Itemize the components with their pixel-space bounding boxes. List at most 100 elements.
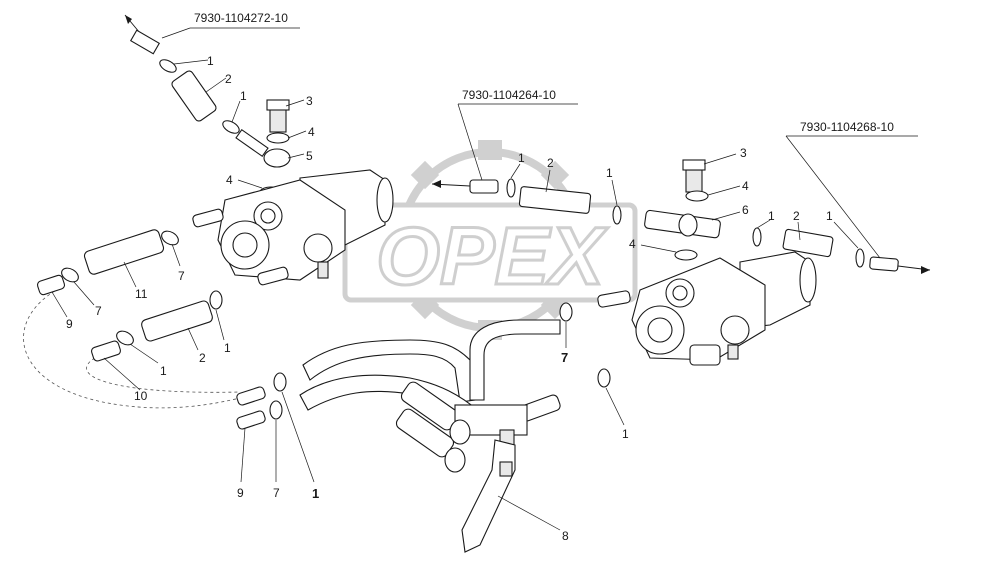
side-pipe <box>192 208 224 228</box>
clamp-7 <box>161 230 179 246</box>
clamp-1c <box>209 290 223 310</box>
callout: 7 <box>273 486 280 500</box>
pipe-end-mid <box>469 179 499 194</box>
plug-10 <box>91 340 121 362</box>
plug-9 <box>36 274 66 296</box>
callout: 3 <box>306 94 313 108</box>
callout: 6 <box>742 203 749 217</box>
clamp-7b <box>61 267 79 283</box>
callout: 1 <box>312 486 319 501</box>
elbow-1 <box>449 419 471 445</box>
clamp-1-right <box>597 368 611 388</box>
callout: 1 <box>518 151 525 165</box>
bottom-fitting-right <box>689 344 721 366</box>
callout: 5 <box>306 149 313 163</box>
assembly-label-right: 7930-1104268-10 <box>785 120 918 259</box>
port-top-inner <box>260 208 276 224</box>
bracket-8 <box>461 439 516 553</box>
nut-right <box>727 344 739 360</box>
watermark: OPEX <box>342 140 638 340</box>
assembly-code: 7930-1104268-10 <box>800 120 894 134</box>
hose-upper <box>302 339 476 403</box>
clamp-1e <box>273 372 287 392</box>
callout: 1 <box>826 209 833 223</box>
hose-riser <box>469 319 561 401</box>
washer-4-right-b <box>674 249 698 261</box>
bottom-pipe <box>257 266 289 286</box>
hose-bundle-centre <box>299 319 561 553</box>
callout: 7 <box>95 304 102 318</box>
clamp-1 <box>159 59 177 73</box>
callout: 8 <box>562 529 569 543</box>
hose-mid-2 <box>518 186 592 214</box>
callout: 7 <box>561 350 568 365</box>
callout: 10 <box>134 389 148 403</box>
watermark-text: OPEX <box>376 211 608 302</box>
bolt-head-right <box>682 159 706 171</box>
hose-assembly-right <box>752 227 931 274</box>
assembly-label-top: 7930-1104272-10 <box>161 11 300 39</box>
arrow-head-icon-2 <box>432 180 441 188</box>
cylinder-end <box>376 177 394 223</box>
callout: 2 <box>547 156 554 170</box>
callout: 4 <box>308 125 315 139</box>
hose-right-2 <box>782 228 834 258</box>
callout: 4 <box>629 237 636 251</box>
clamp-mid-1 <box>506 178 516 198</box>
elbow-2 <box>444 447 466 473</box>
steering-unit-right <box>597 251 817 366</box>
port-top-right-inner <box>672 285 688 301</box>
hose-2 <box>171 70 217 122</box>
clamp-7c <box>269 400 283 420</box>
bolt-3-right <box>685 169 703 193</box>
pipe-end-right <box>869 256 899 272</box>
assembly-label-middle: 7930-1104264-10 <box>457 88 578 181</box>
callout: 1 <box>768 209 775 223</box>
assembly-code: 7930-1104272-10 <box>194 11 288 25</box>
code-leader <box>457 103 483 181</box>
nut <box>317 261 329 279</box>
callout: 4 <box>226 173 233 187</box>
fitting-right-b <box>720 315 750 345</box>
steering-unit-left <box>192 169 394 286</box>
arrow-head-icon <box>125 15 132 24</box>
clamp-right-1 <box>752 227 762 247</box>
callout-leaders <box>51 59 859 531</box>
callout: 1 <box>207 54 214 68</box>
washer-4 <box>266 132 290 144</box>
clamp-1d <box>116 330 134 346</box>
pump-hub-right <box>647 317 673 343</box>
arrow-head-icon-3 <box>921 266 930 274</box>
callout-numbers: 1 2 1 3 4 5 4 7 11 7 9 2 1 1 10 9 7 1 1 … <box>66 54 833 543</box>
dashed-route-10 <box>86 354 241 393</box>
callout: 1 <box>606 166 613 180</box>
hose-assembly-middle <box>431 159 721 261</box>
cylinder-end-right <box>799 257 817 303</box>
callout: 1 <box>622 427 629 441</box>
clamp-right-1b <box>855 248 865 268</box>
bolt-3 <box>269 107 287 133</box>
callout: 11 <box>135 287 148 301</box>
hose-2b <box>141 300 213 342</box>
assembly-code: 7930-1104264-10 <box>462 88 556 102</box>
banjo-5 <box>263 148 291 168</box>
callout: 3 <box>740 146 747 160</box>
callout: 2 <box>199 351 206 365</box>
callout: 7 <box>178 269 185 283</box>
hose-assembly-top <box>124 14 291 198</box>
callout: 9 <box>66 317 73 331</box>
callout: 1 <box>240 89 247 103</box>
code-leader <box>785 135 881 259</box>
callout: 2 <box>793 209 800 223</box>
plug-9b <box>236 410 266 430</box>
hose-11 <box>83 229 165 275</box>
banjo-right <box>678 213 698 237</box>
callout: 1 <box>224 341 231 355</box>
callout: 2 <box>225 72 232 86</box>
callout: 9 <box>237 486 244 500</box>
pump-hub <box>232 232 258 258</box>
fitting-right <box>303 233 333 263</box>
code-leader <box>161 27 191 39</box>
